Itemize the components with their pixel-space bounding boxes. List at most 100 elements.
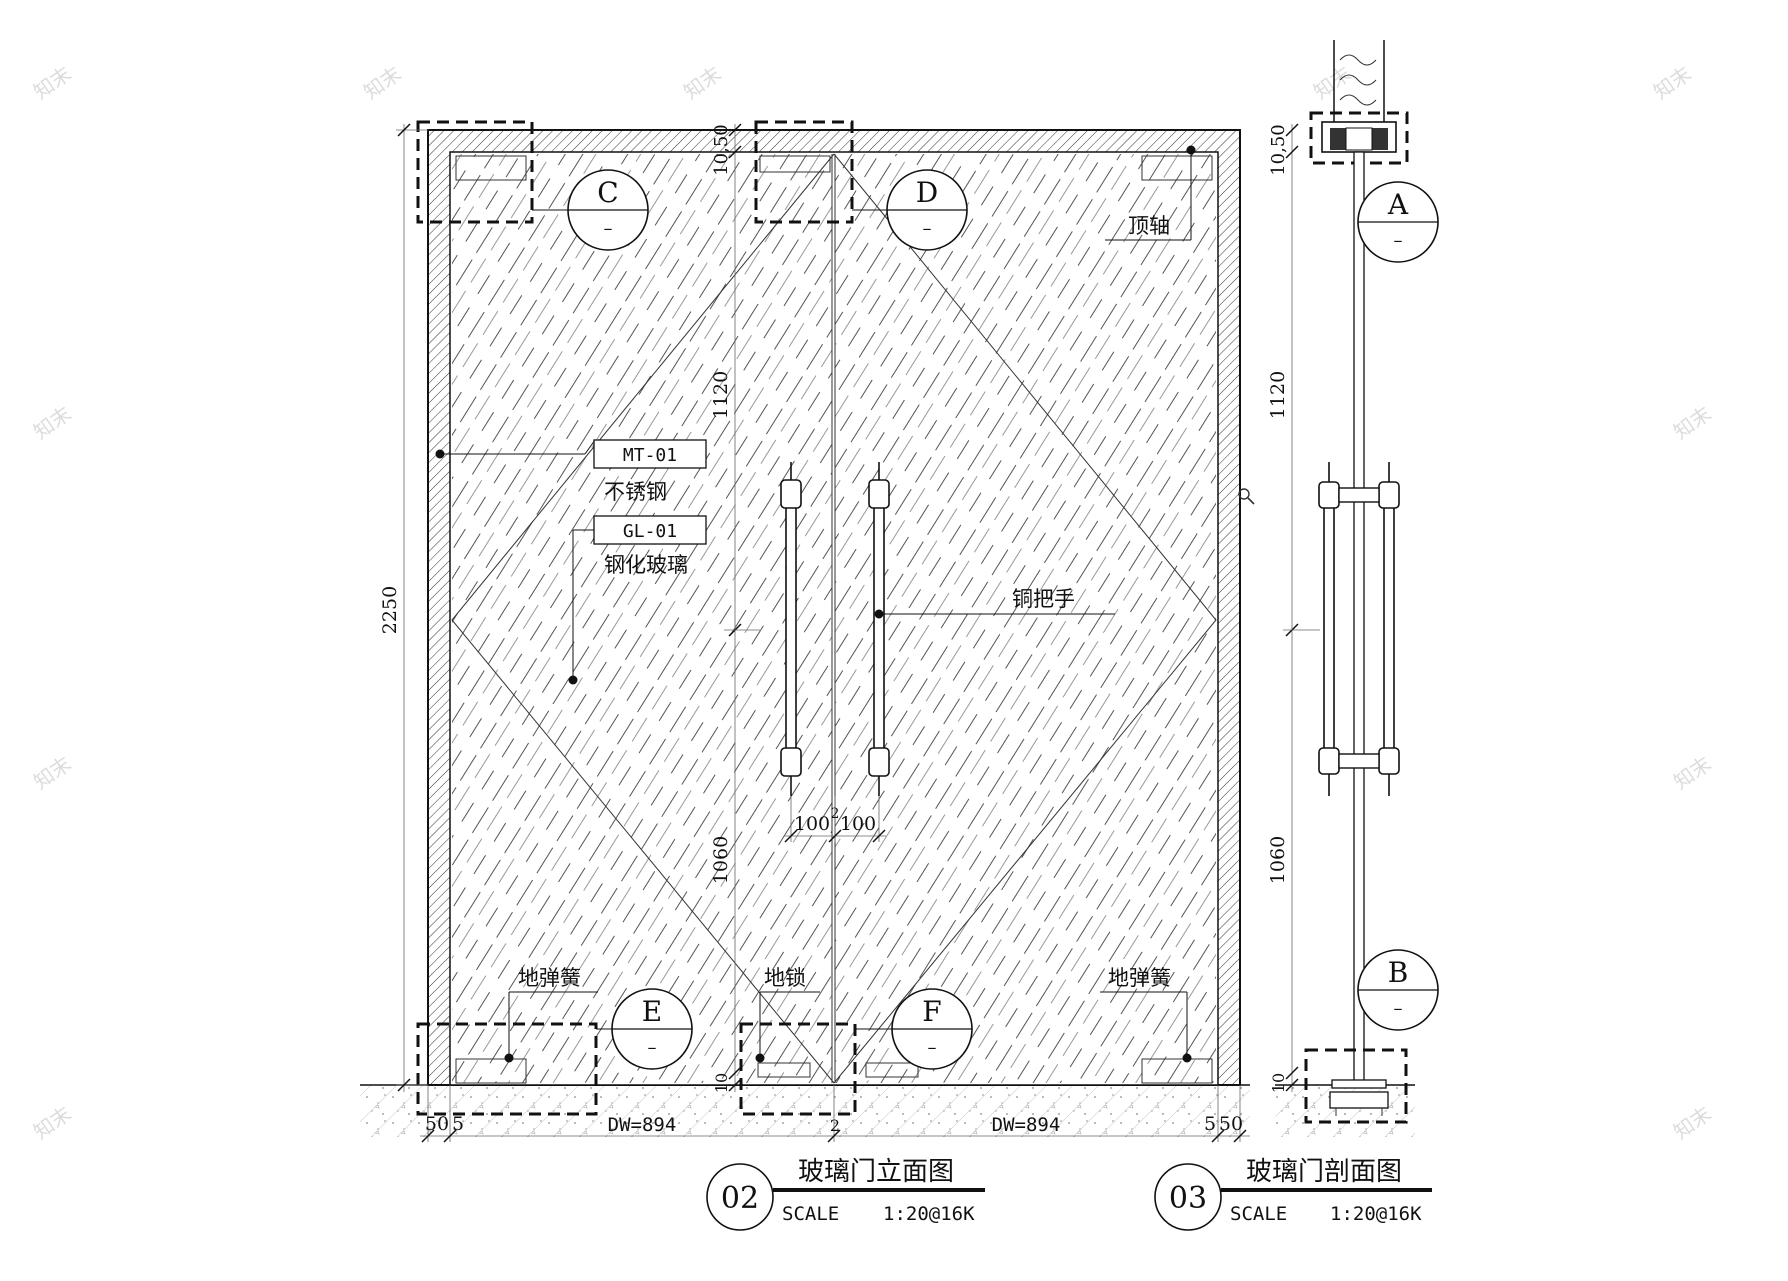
floor-spring-left-label: 地弹簧 [518,966,581,990]
top-patch-center [759,155,831,173]
floor-lock-right [865,1062,919,1078]
top-pivot-right [1141,155,1213,181]
detail-box-f [739,1022,857,1116]
section-floor-spring [1329,1079,1389,1116]
detail-b-letter: B [1388,956,1409,989]
dim-chain-elevation: 10,50 1120 1060 10 [710,123,760,1093]
dim-bottom-chain: 50 5 DW=894 2 DW=894 5 50 [420,1085,1250,1143]
dim-br-b-text: 50 [1219,1113,1243,1135]
detail-a-letter: A [1387,188,1409,221]
detail-e-letter: E [642,995,662,1028]
svg-text:知末: 知末 [29,61,76,104]
detail-box-c [416,120,534,224]
callout-floor-spring-right: 地弹簧 [1100,966,1192,1063]
handle-label: 铜把手 [1012,587,1075,611]
svg-text:知末: 知末 [29,1101,76,1144]
title-block-section: 03 玻璃门剖面图 SCALE 1:20@16K [1154,1157,1432,1231]
section-handles [1318,462,1400,796]
swing-indication [451,153,1217,1084]
floor-lock-left [757,1062,811,1078]
callout-handle: 铜把手 [874,587,1115,619]
detail-box-b [1304,1048,1408,1124]
dim-lower-text: 1060 [710,836,732,884]
section-title: 玻璃门剖面图 [1246,1157,1402,1187]
floor-spring-right-label: 地弹簧 [1108,966,1171,990]
glass-leaf-left [452,154,832,1083]
section-header [1321,40,1397,153]
elevation-view: C – D – E – F – [360,120,1250,1231]
zoom-cursor-icon [1238,488,1255,505]
callout-mt01: MT-01 不锈钢 [435,439,707,504]
top-pivot-label: 顶轴 [1128,214,1170,238]
section-dim-bottom-text: 10 [1269,1073,1288,1093]
svg-text:知末: 知末 [1309,61,1356,104]
top-pivot-left [455,155,527,181]
detail-b-sheet: – [1394,998,1403,1019]
elevation-number: 02 [721,1181,759,1216]
dim-total-text: 2250 [379,586,401,634]
callout-top-pivot: 顶轴 [1105,145,1196,241]
callout-floor-lock: 地锁 [755,966,820,1063]
elevation-title: 玻璃门立面图 [798,1157,954,1187]
section-view: A – B – 10,50 1120 1060 10 03 [1154,40,1439,1231]
title-block-elevation: 02 玻璃门立面图 SCALE 1:20@16K [706,1157,985,1231]
section-dim-upper-text: 1120 [1267,371,1289,419]
dim-total-height: 2250 [379,123,428,1092]
section-dim-lower-text: 1060 [1267,836,1289,884]
elevation-scale-label: SCALE [782,1203,839,1225]
mt-code: MT-01 [623,445,677,466]
detail-d-sheet: – [923,218,932,239]
svg-text:知末: 知末 [1669,751,1716,794]
callout-gl01: GL-01 钢化玻璃 [568,515,707,685]
dim-chain-section: 10,50 1120 1060 10 [1267,123,1320,1093]
detail-bubble-a: A – [1357,181,1439,263]
svg-text:知末: 知末 [1649,61,1696,104]
floor-hatch [360,1085,1250,1137]
detail-bubble-b: B – [1357,949,1439,1031]
dim-top-text: 10,50 [711,124,732,176]
dim-handle-left-text: 100 [794,813,830,835]
dim-bottom-text: 10 [712,1073,731,1093]
section-scale-value: 1:20@16K [1330,1203,1422,1225]
glass-leaf-right [835,154,1216,1083]
dim-handle-right-text: 100 [840,813,876,835]
svg-text:知末: 知末 [359,61,406,104]
detail-f-sheet: – [928,1037,937,1058]
detail-e-sheet: – [648,1037,657,1058]
handle-right [868,462,890,796]
detail-c-sheet: – [604,218,613,239]
dim-center-gap-text: 2 [830,1116,840,1135]
section-scale-label: SCALE [1230,1203,1287,1225]
bottom-patch-left [455,1058,527,1084]
detail-bubble-e: E – [596,988,693,1070]
svg-text:知末: 知末 [29,401,76,444]
gl-code: GL-01 [623,521,677,542]
mt-name: 不锈钢 [604,480,667,504]
detail-f-letter: F [922,995,941,1028]
detail-bubble-d: D – [852,169,968,251]
detail-bubble-f: F – [855,988,973,1070]
section-dim-top-text: 10,50 [1268,124,1289,176]
svg-text:知末: 知末 [1669,401,1716,444]
detail-d-letter: D [916,176,938,209]
detail-bubble-c: C – [532,169,649,251]
dim-bl-b-text: 5 [452,1113,464,1135]
detail-box-d [754,120,854,224]
callout-floor-spring-left: 地弹簧 [504,966,598,1063]
svg-text:知末: 知末 [1669,1101,1716,1144]
section-glass [1353,151,1365,1086]
dim-br-a-text: 5 [1204,1113,1216,1135]
svg-text:知末: 知末 [679,61,726,104]
detail-c-letter: C [597,176,618,209]
floor-lock-label: 地锁 [764,966,806,990]
gl-name: 钢化玻璃 [604,553,688,577]
section-number: 03 [1169,1181,1207,1216]
elevation-scale-value: 1:20@16K [883,1203,975,1225]
dim-handles: 100 2 100 [784,796,886,843]
detail-a-sheet: – [1394,230,1403,251]
dim-handle-gap-text: 2 [831,806,840,822]
svg-text:知末: 知末 [29,751,76,794]
bottom-patch-right [1141,1058,1213,1084]
handle-left [780,462,802,796]
